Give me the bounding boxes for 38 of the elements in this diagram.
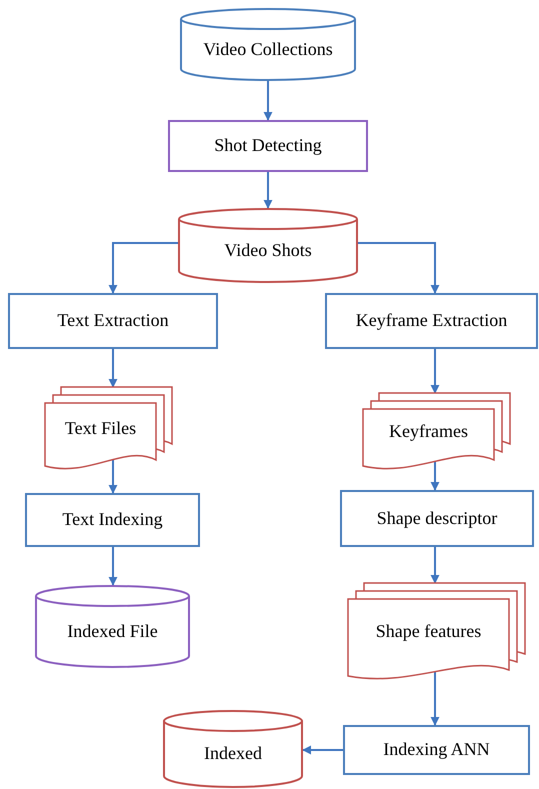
node-label: Indexed <box>204 744 262 764</box>
node-label: Shape descriptor <box>376 508 498 528</box>
arrow <box>264 172 272 209</box>
node-label: Keyframe Extraction <box>356 311 508 331</box>
arrow <box>108 547 118 586</box>
database-cylinder <box>163 710 303 787</box>
node-label: Text Extraction <box>57 311 169 331</box>
arrow <box>108 242 178 294</box>
multi-document-shape <box>348 583 525 680</box>
node-label: Video Collections <box>203 40 333 60</box>
database-cylinder <box>180 8 356 80</box>
arrow <box>108 460 118 494</box>
arrow <box>358 242 440 294</box>
process-box <box>343 725 530 775</box>
node-label: Indexed File <box>67 622 158 642</box>
arrow <box>302 746 343 754</box>
node-label: Shot Detecting <box>214 136 322 156</box>
node-label: Shape features <box>376 622 482 642</box>
node-label: Text Indexing <box>62 510 163 530</box>
arrow <box>108 349 118 388</box>
process-box <box>25 493 200 547</box>
node-label: Text Files <box>64 418 136 438</box>
arrow <box>264 80 272 121</box>
database-cylinder <box>178 208 358 282</box>
process-box <box>340 490 534 547</box>
node-label: Indexing ANN <box>383 740 490 760</box>
arrow <box>430 460 440 491</box>
process-box <box>168 120 368 172</box>
database-cylinder <box>35 585 190 667</box>
process-box <box>325 293 538 349</box>
arrow <box>430 349 440 394</box>
multi-document-shape <box>363 393 510 470</box>
node-label: Video Shots <box>224 240 312 260</box>
arrow <box>430 547 440 584</box>
node-label: Keyframes <box>389 422 468 442</box>
arrow <box>430 670 440 726</box>
multi-document-shape <box>45 387 172 470</box>
process-box <box>8 293 218 349</box>
